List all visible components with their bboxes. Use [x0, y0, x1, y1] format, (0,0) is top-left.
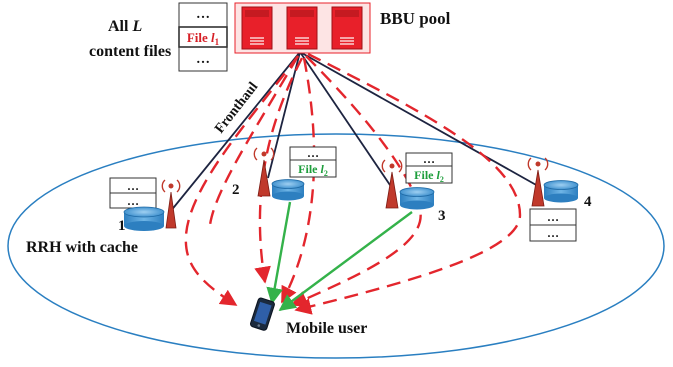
- rrh1-ellipsis-1: …: [127, 179, 139, 193]
- dashed-path-center: [280, 57, 316, 304]
- content-files-label-line1: All L: [108, 18, 142, 35]
- green-cache-links: [266, 201, 413, 312]
- rrh2-file-label: File l2: [298, 162, 328, 178]
- content-files-label-line2: content files: [89, 43, 171, 60]
- rrh-1: … … 1: [109, 177, 181, 234]
- rrh3-ellipsis: …: [423, 152, 435, 166]
- content-ellipsis-bottom: …: [196, 52, 210, 67]
- rrh1-ellipsis-2: …: [127, 194, 139, 208]
- cache-cylinder-icon: [271, 179, 305, 201]
- antenna-icon: [527, 157, 549, 207]
- server-icon: [286, 6, 318, 50]
- content-file-l1-label: File l1: [187, 30, 220, 47]
- fronthaul-link-rrh3: [299, 51, 393, 189]
- antenna-icon: [253, 147, 275, 197]
- bbu-pool-label: BBU pool: [380, 9, 451, 28]
- antenna-icon: [161, 179, 181, 229]
- cache-cylinder-icon: [123, 206, 165, 231]
- rrh-2: … File l2 2: [232, 146, 337, 201]
- rrh3-file-label: File l2: [414, 168, 444, 184]
- server-icon: [331, 6, 363, 50]
- server-icon: [241, 6, 273, 50]
- rrh2-number: 2: [232, 182, 240, 198]
- dashed-delivery-paths: [184, 52, 522, 315]
- rrh-3: … File l2 3: [381, 152, 453, 224]
- rrh4-number: 4: [584, 194, 592, 210]
- dashed-path-rrh3: [290, 55, 422, 307]
- rrh4-ellipsis-2: …: [547, 226, 559, 240]
- content-ellipsis-top: …: [196, 7, 210, 22]
- rrh-with-cache-label: RRH with cache: [26, 239, 138, 256]
- rrh-4: … … 4: [527, 157, 592, 242]
- dashed-path-rrh2: [254, 57, 304, 284]
- content-files-stack: … File l1 …: [178, 2, 228, 72]
- dashed-path-rrh4: [294, 52, 522, 315]
- antenna-icon: [381, 159, 403, 209]
- rrh2-ellipsis: …: [307, 146, 319, 160]
- mobile-user-label: Mobile user: [286, 320, 367, 337]
- green-link-rrh2: [266, 201, 292, 305]
- rrh4-ellipsis-1: …: [547, 210, 559, 224]
- cell-coverage-ellipse: [7, 133, 665, 359]
- bbu-pool: [234, 2, 371, 54]
- green-link-rrh3: [278, 211, 413, 312]
- cache-cylinder-icon: [399, 187, 435, 210]
- rrh3-number: 3: [438, 208, 446, 224]
- fronthaul-link-rrh4: [299, 51, 539, 187]
- dashed-path-rrh1-inner: [208, 55, 300, 226]
- fronthaul-link-rrh1: [169, 51, 301, 213]
- cache-cylinder-icon: [543, 180, 579, 203]
- rrh1-number: 1: [118, 218, 126, 234]
- mobile-phone-icon: [250, 297, 275, 331]
